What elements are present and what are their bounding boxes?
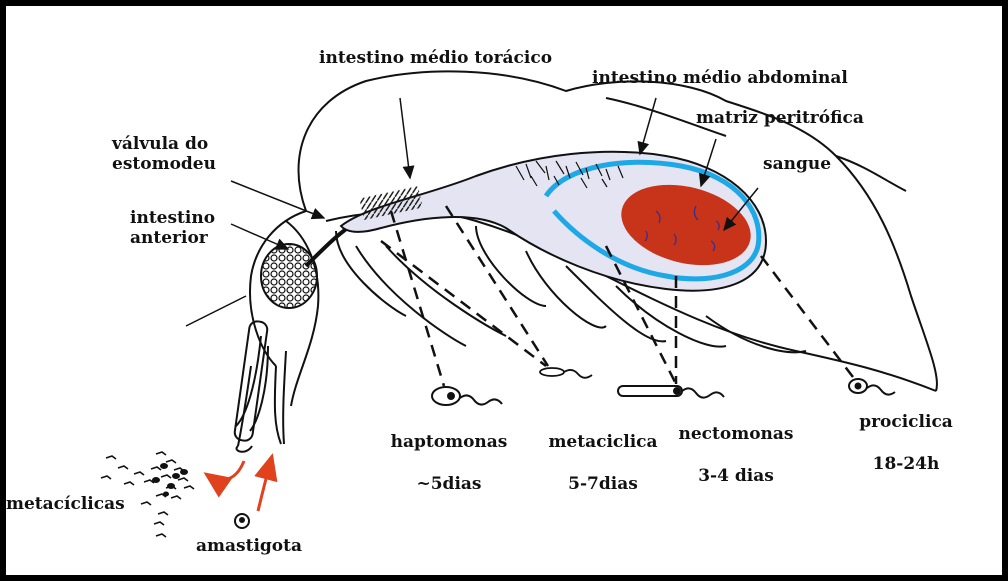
label-matriz-peritrofica: matriz peritrófica — [696, 108, 864, 128]
label-intestino-medio-toracico: intestino médio torácico — [319, 48, 552, 68]
label-metaciclicas: metacíclicas — [6, 494, 125, 514]
label-intestino-anterior: intestino anterior — [130, 208, 215, 248]
stage-nectomonas-name: nectomonas — [679, 424, 794, 444]
nectomonas-icon — [618, 386, 724, 398]
label-valvula-line2: estomodeu — [112, 154, 216, 174]
label-valvula-do-estomodeu: válvula do estomodeu — [112, 134, 216, 174]
stage-metaciclica-time: 5-7dias — [538, 474, 668, 494]
pointer-valvula — [231, 181, 324, 218]
amastigota-icon — [235, 514, 249, 528]
stage-metaciclica-name: metaciclica — [548, 432, 657, 452]
label-amastigota: amastigota — [196, 536, 302, 556]
prociclica-icon — [849, 379, 895, 395]
stage-nectomonas: nectomonas 3-4 dias — [671, 424, 801, 486]
pointer-intestino-medio-abdominal — [640, 98, 656, 154]
arrow-to-metaciclicas — [206, 461, 244, 480]
pointer-intestino-anterior — [231, 224, 288, 249]
stage-haptomonas: haptomonas ~5dias — [379, 432, 519, 494]
stage-haptomonas-name: haptomonas — [391, 432, 508, 452]
stage-metaciclica: metaciclica 5-7dias — [538, 432, 668, 494]
stage-prociclica: prociclica 18-24h — [851, 412, 961, 474]
stage-prociclica-name: prociclica — [859, 412, 953, 432]
arrow-from-amastigota — [258, 456, 272, 511]
label-intestino-line2: anterior — [130, 228, 215, 248]
metaciclica-icon — [540, 368, 592, 378]
pointer-intestino-medio-toracico — [400, 98, 410, 178]
label-intestino-line1: intestino — [130, 208, 215, 228]
stage-nectomonas-time: 3-4 dias — [671, 466, 801, 486]
label-sangue: sangue — [763, 154, 831, 174]
stage-haptomonas-time: ~5dias — [379, 474, 519, 494]
haptomonas-icon — [432, 387, 502, 405]
label-valvula-line1: válvula do — [112, 134, 216, 154]
label-intestino-medio-abdominal: intestino médio abdominal — [592, 68, 848, 88]
stage-prociclica-time: 18-24h — [851, 454, 961, 474]
